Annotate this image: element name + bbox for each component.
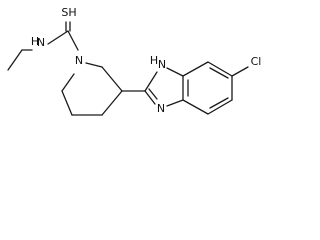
bond-pip-3	[101, 90, 123, 116]
atom-label-cl: Cl	[251, 55, 262, 68]
bond-benz-2d	[209, 67, 229, 79]
bond-benz-4	[207, 99, 233, 115]
molecule-structure: SH H N N H N N Cl	[7, 6, 262, 116]
bond-benz-2	[207, 61, 233, 77]
bond-n-c-thio	[47, 30, 69, 45]
bond-c-nring	[67, 30, 79, 51]
bond-imid-5a	[144, 90, 156, 105]
bonds	[7, 21, 249, 116]
atom-label-n-imid: N	[157, 102, 165, 115]
bond-c-cl	[231, 66, 249, 77]
bond-benz-4d	[209, 97, 229, 109]
bond-benz-5	[182, 99, 209, 115]
bond-imid-1	[144, 71, 158, 92]
atom-label-n-amide: N	[37, 36, 45, 49]
bond-imid-4	[166, 99, 184, 107]
bond-benz-1	[182, 61, 209, 77]
atom-label-sh: SH	[61, 6, 76, 19]
bond-pip-6	[61, 73, 75, 92]
bond-imid-2	[166, 67, 184, 77]
bond-pip-5	[61, 90, 73, 116]
bond-imid-5b	[148, 88, 158, 100]
atom-label-h-imid: H	[150, 54, 158, 67]
atom-label-n-imid-h: N	[158, 58, 166, 71]
bond-ethyl-ch3	[7, 49, 23, 71]
atom-labels: SH H N N H N N Cl	[31, 6, 262, 115]
atom-label-h-amide: H	[31, 35, 39, 48]
bond-pip-2	[101, 66, 123, 92]
bond-pip-1	[85, 62, 103, 68]
atom-label-n-ring: N	[75, 54, 83, 67]
